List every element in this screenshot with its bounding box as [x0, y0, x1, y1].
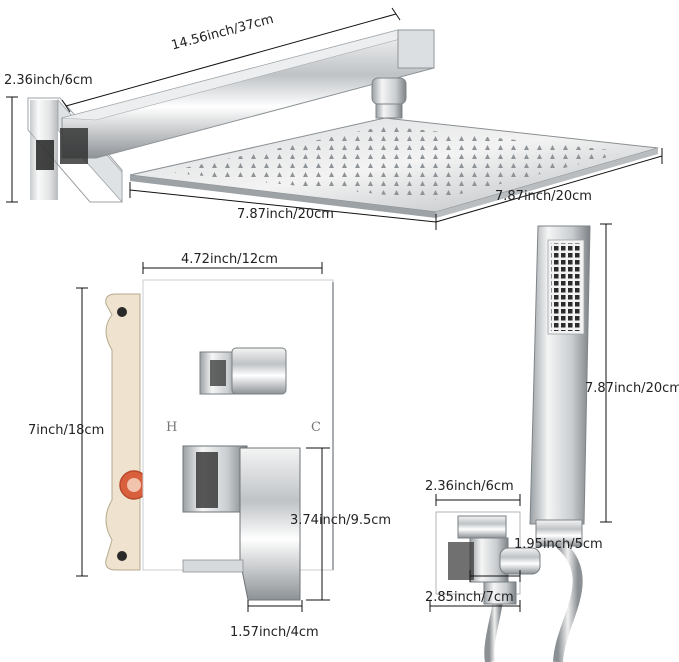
holder-height-label: 2.36inch/6cm: [425, 479, 514, 494]
handle-height-label: 3.74inch/9.5cm: [290, 513, 392, 528]
mixer-valve: [105, 279, 334, 601]
head-width-label: 7.87inch/20cm: [237, 207, 334, 222]
head-depth-label: 7.87inch/20cm: [495, 189, 592, 204]
holder-width-label: 1.95inch/5cm: [514, 537, 603, 552]
handheld-holder: [435, 511, 541, 605]
handheld-shower: [529, 225, 591, 547]
holder-depth-label: 2.85inch/7cm: [425, 590, 514, 605]
rough-in-box: [105, 293, 149, 571]
hot-mark: H: [166, 420, 178, 435]
valve-faceplate: [142, 279, 334, 571]
swivel-connector: [371, 77, 407, 119]
handheld-dimension-lines: [429, 223, 612, 612]
valve-plate-width-label: 4.72inch/12cm: [181, 252, 278, 267]
cold-mark: C: [311, 420, 321, 435]
mixer-lever-handle: [182, 445, 301, 601]
shower-arm: [60, 29, 435, 164]
wall-plate-height-label: 2.36inch/6cm: [4, 73, 93, 88]
handle-width-label: 1.57inch/4cm: [230, 625, 319, 640]
diverter-knob: [199, 347, 287, 395]
valve-plate-height-label: 7inch/18cm: [28, 423, 105, 438]
handheld-length-label: 7.87inch/20cm: [585, 381, 679, 396]
valve-dimension-lines: [76, 262, 330, 612]
top-dimension-lines: [6, 7, 663, 230]
